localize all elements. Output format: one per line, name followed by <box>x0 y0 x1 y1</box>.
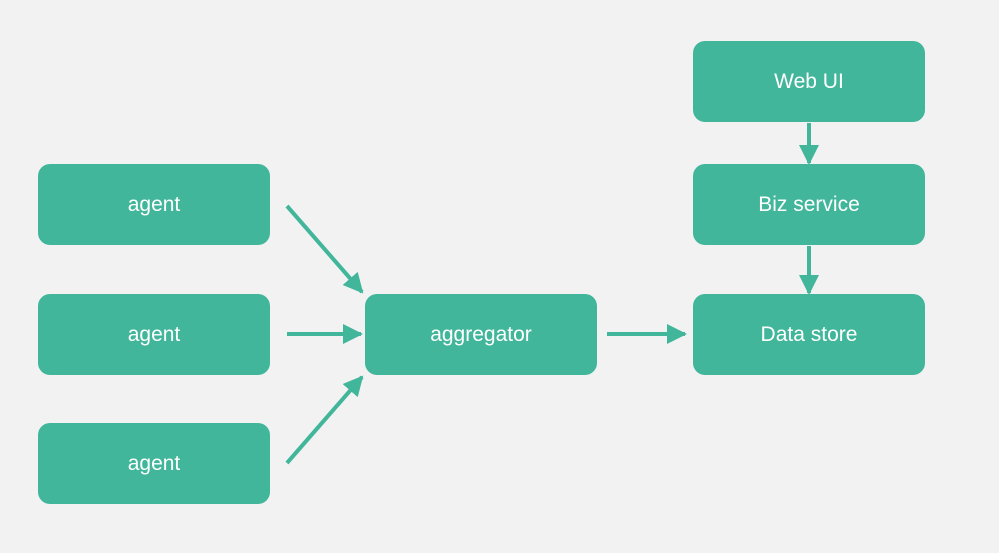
aggregator-node-label: aggregator <box>430 322 532 346</box>
data-store-node: Data store <box>693 294 925 375</box>
data-store-node-label: Data store <box>760 322 858 346</box>
agent-node-label: agent <box>127 451 181 475</box>
agent-node: agent <box>38 164 270 245</box>
web-ui-node-label: Web UI <box>774 69 844 93</box>
agent-node: agent <box>38 423 270 504</box>
agent-node: agent <box>38 294 270 375</box>
edge-agent1-to-aggregator <box>285 204 364 294</box>
edge-agent3-to-aggregator <box>285 375 364 465</box>
biz-service-node-label: Biz service <box>758 192 860 216</box>
agent-node-label: agent <box>127 192 181 216</box>
aggregator-node: aggregator <box>365 294 597 375</box>
agent-node-label: agent <box>127 322 181 346</box>
biz-service-node: Biz service <box>693 164 925 245</box>
web-ui-node: Web UI <box>693 41 925 122</box>
